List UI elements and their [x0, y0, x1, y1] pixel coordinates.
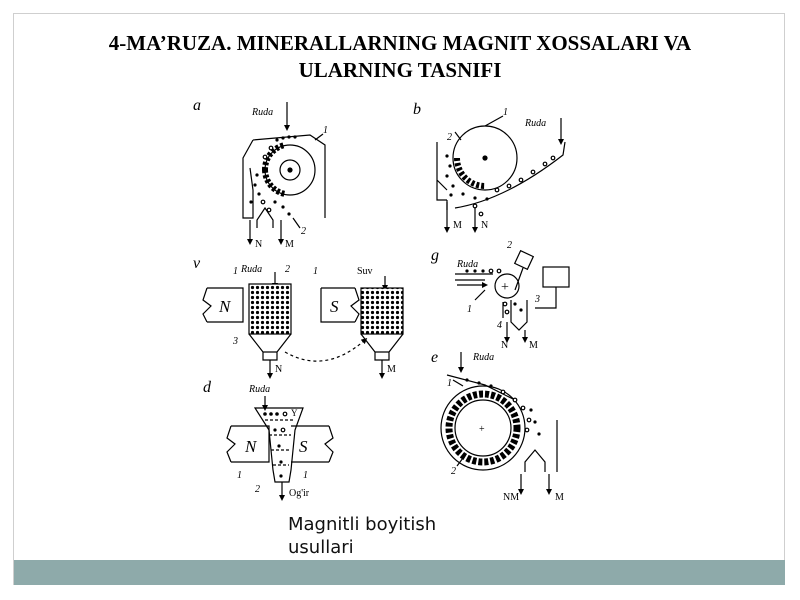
panel-g-num-4: 4 — [497, 320, 502, 331]
panel-v-num-2: 2 — [285, 264, 290, 275]
panel-v-num-3: 3 — [232, 336, 238, 347]
panel-g-out-n: N — [501, 340, 508, 351]
title-line-1: 4-MA’RUZA. MINERALLARNING MAGNIT XOSSALA… — [108, 31, 692, 55]
panel-e-letter: e — [431, 349, 438, 366]
panel-d-pole-s: S — [299, 437, 308, 456]
panel-g-out-m: M — [529, 340, 538, 351]
panel-v-num-1: 1 — [233, 266, 238, 277]
slide-title: 4-MA’RUZA. MINERALLARNING MAGNIT XOSSALA… — [60, 30, 740, 84]
magnetic-separation-figure: a Ruda N M 1 2 b Ruda — [185, 90, 605, 510]
panel-d-pole-n: N — [244, 437, 258, 456]
panel-b-out-n: N — [481, 220, 488, 231]
panel-e-out-nm: NM — [503, 492, 519, 503]
panel-d-out-heavy: Og'ir — [289, 488, 310, 499]
figure-caption: Magnitli boyitish usullari — [288, 513, 488, 559]
panel-g-num-3: 3 — [534, 294, 540, 305]
title-line-2: ULARNING TASNIFI — [298, 58, 502, 82]
panel-b-feed-label: Ruda — [524, 118, 546, 129]
panel-d-num-2: 2 — [255, 484, 260, 495]
panel-a-feed-label: Ruda — [251, 107, 273, 118]
panel-e-center-icon: + — [479, 424, 485, 435]
panel-b-out-m: M — [453, 220, 462, 231]
panel-d: d Ruda Y N S Og'ir 1 1 2 — [203, 379, 334, 501]
caption-line-1: Magnitli boyitish — [288, 514, 437, 535]
panel-e-out-m: M — [555, 492, 564, 503]
panel-d-num-1: 1 — [237, 470, 242, 481]
panel-e-feed-label: Ruda — [472, 352, 494, 363]
panel-v-num-1b: 1 — [313, 266, 318, 277]
panel-a-out-m: M — [285, 239, 294, 250]
panel-v-out-m: M — [387, 364, 396, 375]
panel-g-num-1: 1 — [467, 304, 472, 315]
panel-d-letter: d — [203, 379, 212, 396]
panel-g-plus-icon: + — [501, 280, 509, 295]
caption-line-2: usullari — [288, 537, 354, 558]
panel-d-light-label: Y — [291, 408, 298, 418]
panel-a-num-2: 2 — [301, 226, 306, 237]
panel-d-num-1b: 1 — [303, 470, 308, 481]
panel-b-num-2: 2 — [447, 132, 452, 143]
panel-g-num-2: 2 — [507, 240, 512, 251]
panel-v-feed-label: Ruda — [240, 264, 262, 275]
panel-v-pole-s: S — [330, 297, 339, 316]
panel-v-out-n: N — [275, 364, 282, 375]
panel-b-num-1: 1 — [503, 107, 508, 118]
panel-a-letter: a — [193, 97, 201, 114]
panel-b-letter: b — [413, 101, 421, 118]
panel-a-num-1: 1 — [323, 125, 328, 136]
panel-g-letter: g — [431, 247, 439, 264]
panel-e-num-1: 1 — [447, 378, 452, 389]
panel-v: v 1 Ruda 2 1 N S N 3 Suv M — [193, 255, 404, 379]
panel-e-num-2: 2 — [451, 466, 456, 477]
panel-g: g 2 Ruda + N M 3 4 1 — [431, 240, 570, 351]
panel-d-feed-label: Ruda — [248, 384, 270, 395]
panel-a-out-n: N — [255, 239, 262, 250]
panel-e: e Ruda + NM M 1 2 — [431, 349, 564, 503]
panel-b: b Ruda M N 1 2 — [413, 101, 566, 233]
panel-v-water-label: Suv — [357, 266, 373, 277]
panel-v-letter: v — [193, 255, 201, 272]
panel-a: a Ruda N M 1 2 — [193, 97, 328, 250]
footer-bar — [14, 560, 785, 585]
panel-g-feed-label: Ruda — [456, 259, 478, 270]
panel-v-pole-n: N — [218, 297, 232, 316]
